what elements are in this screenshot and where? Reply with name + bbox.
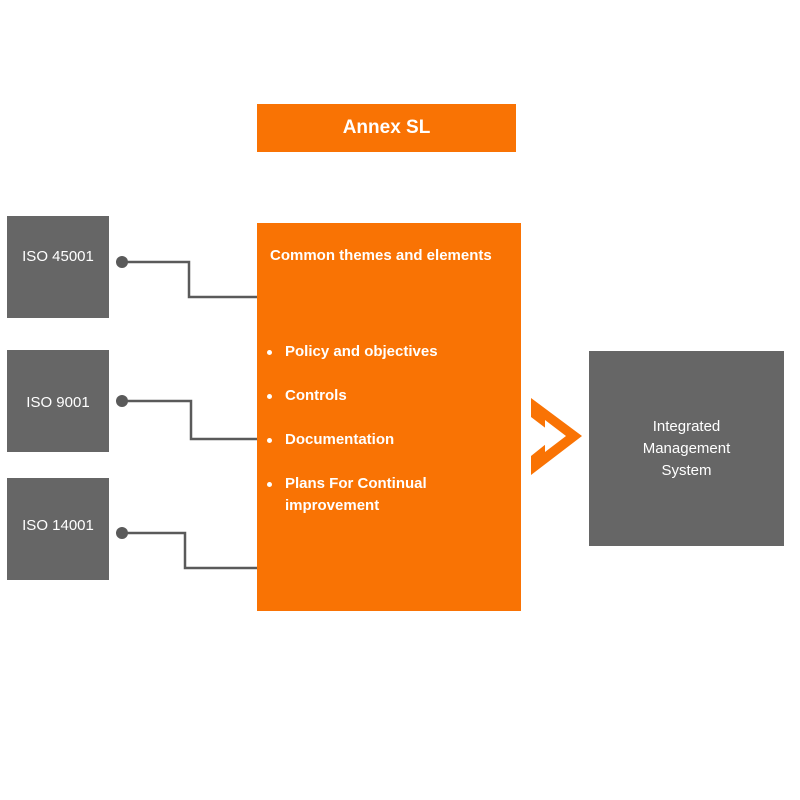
integrated-management-system-label: Integrated Management System	[642, 417, 731, 479]
iso-45001-box: ISO 45001	[7, 216, 109, 318]
connector-iso-45001	[116, 256, 257, 299]
list-item-label: Plans For Continual improvement	[285, 475, 427, 514]
list-item: Policy and objectives	[267, 341, 507, 363]
connector-line	[122, 260, 257, 299]
list-item: Plans For Continual improvement	[267, 473, 507, 517]
connector-dot-icon	[116, 527, 128, 539]
integrated-management-system-box: Integrated Management System	[589, 351, 784, 546]
bullet-icon	[267, 394, 272, 399]
play-arrow-icon	[531, 398, 582, 475]
connector-dot-icon	[116, 256, 128, 268]
annex-sl-title-label: Annex SL	[342, 117, 431, 138]
iso-14001-box: ISO 14001	[7, 478, 109, 580]
bullet-icon	[267, 438, 272, 443]
list-item-label: Documentation	[285, 431, 395, 448]
common-themes-heading: Common themes and elements	[270, 247, 492, 264]
connector-dot-icon	[116, 395, 128, 407]
connector-line	[122, 531, 257, 570]
connector-iso-14001	[116, 527, 257, 570]
iso-9001-box: ISO 9001	[7, 350, 109, 452]
bullet-icon	[267, 350, 272, 355]
iso-box-label: ISO 45001	[22, 248, 94, 265]
iso-box-label: ISO 9001	[26, 394, 90, 411]
iso-box-label: ISO 14001	[22, 517, 94, 534]
annex-sl-title: Annex SL	[257, 104, 516, 152]
list-item-label: Policy and objectives	[285, 343, 438, 360]
common-themes-box: Common themes and elements Policy and ob…	[257, 223, 521, 611]
list-item: Controls	[267, 385, 507, 407]
bullet-icon	[267, 482, 272, 487]
list-item-label: Controls	[285, 387, 347, 404]
list-item: Documentation	[267, 429, 507, 451]
common-themes-list: Policy and objectives Controls Documenta…	[267, 341, 507, 539]
connector-iso-9001	[116, 395, 257, 441]
connector-line	[122, 399, 257, 441]
